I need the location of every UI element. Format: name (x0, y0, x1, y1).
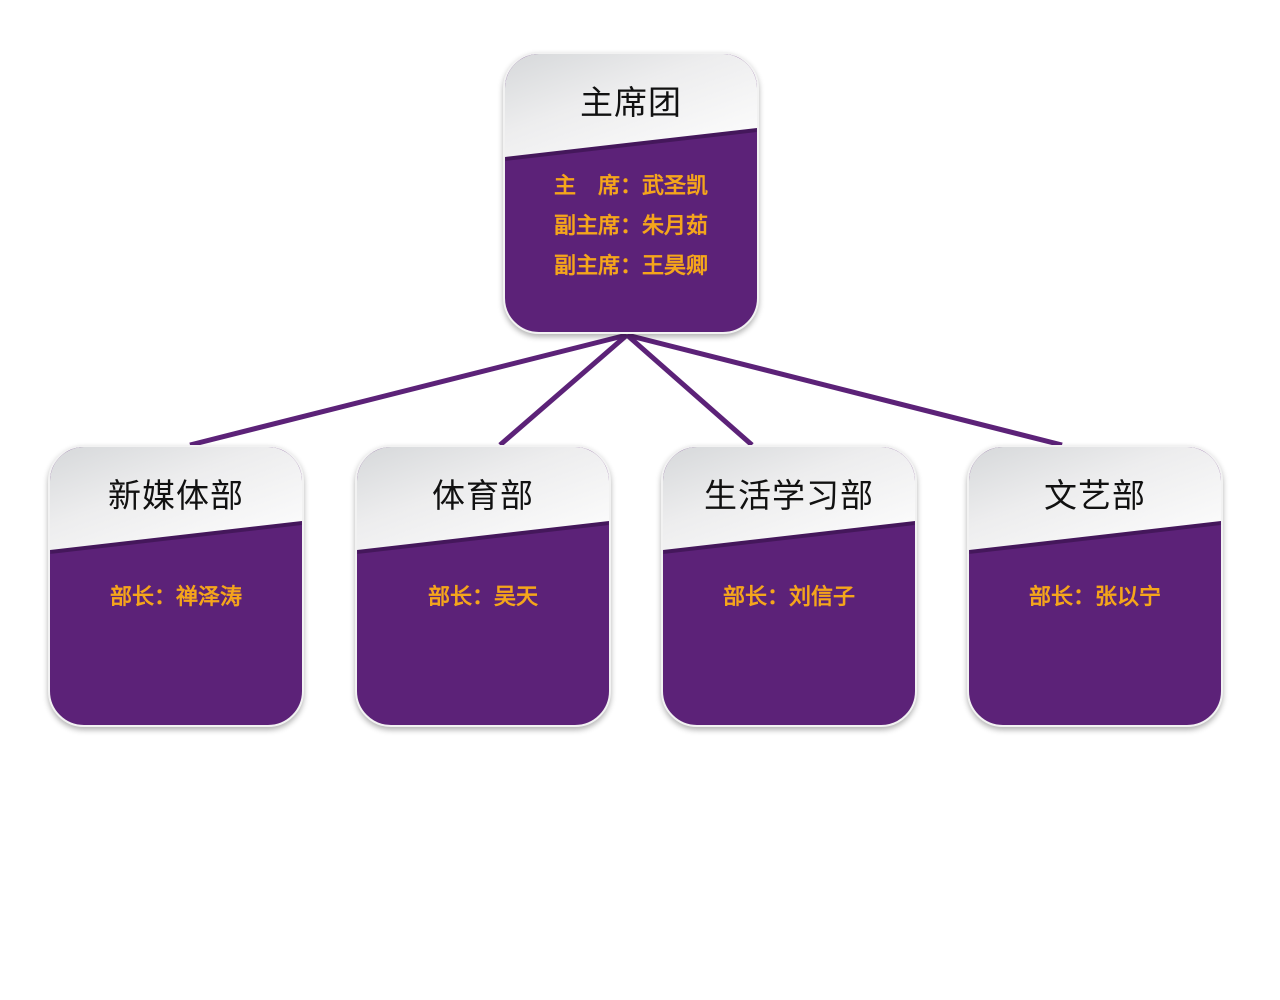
member-line: 部长：张以宁 (1028, 585, 1161, 610)
node-members: 部长：吴天 (357, 578, 609, 618)
member-line: 副主席：朱月茹 (553, 214, 708, 239)
connector-root-shenghuo (625, 333, 754, 447)
member-line: 部长：刘信子 (722, 585, 855, 610)
node-title: 新媒体部 (108, 476, 244, 515)
node-title: 生活学习部 (704, 476, 874, 515)
node-members: 主 席：武圣凯 副主席：朱月茹 副主席：王昊卿 (505, 167, 757, 287)
node-dept-tiyu: 体育部 部长：吴天 (355, 445, 611, 727)
node-dept-xinmeiti: 新媒体部 部长：禅泽涛 (48, 445, 304, 727)
connector-root-xinmeiti (189, 332, 628, 448)
node-title: 主席团 (580, 83, 682, 122)
node-title: 体育部 (432, 476, 534, 515)
member-line: 部长：禅泽涛 (109, 585, 242, 610)
node-title: 文艺部 (1044, 476, 1146, 515)
connector-root-tiyu (498, 333, 629, 447)
member-line: 主 席：武圣凯 (553, 174, 708, 199)
node-members: 部长：禅泽涛 (50, 578, 302, 618)
node-presidium: 主席团 主 席：武圣凯 副主席：朱月茹 副主席：王昊卿 (503, 52, 759, 334)
node-dept-wenyi: 文艺部 部长：张以宁 (967, 445, 1223, 727)
node-members: 部长：张以宁 (969, 578, 1221, 618)
member-line: 副主席：王昊卿 (553, 254, 708, 279)
node-dept-shenghuo: 生活学习部 部长：刘信子 (661, 445, 917, 727)
member-line: 部长：吴天 (427, 585, 538, 610)
connector-root-wenyi (626, 332, 1063, 448)
node-members: 部长：刘信子 (663, 578, 915, 618)
